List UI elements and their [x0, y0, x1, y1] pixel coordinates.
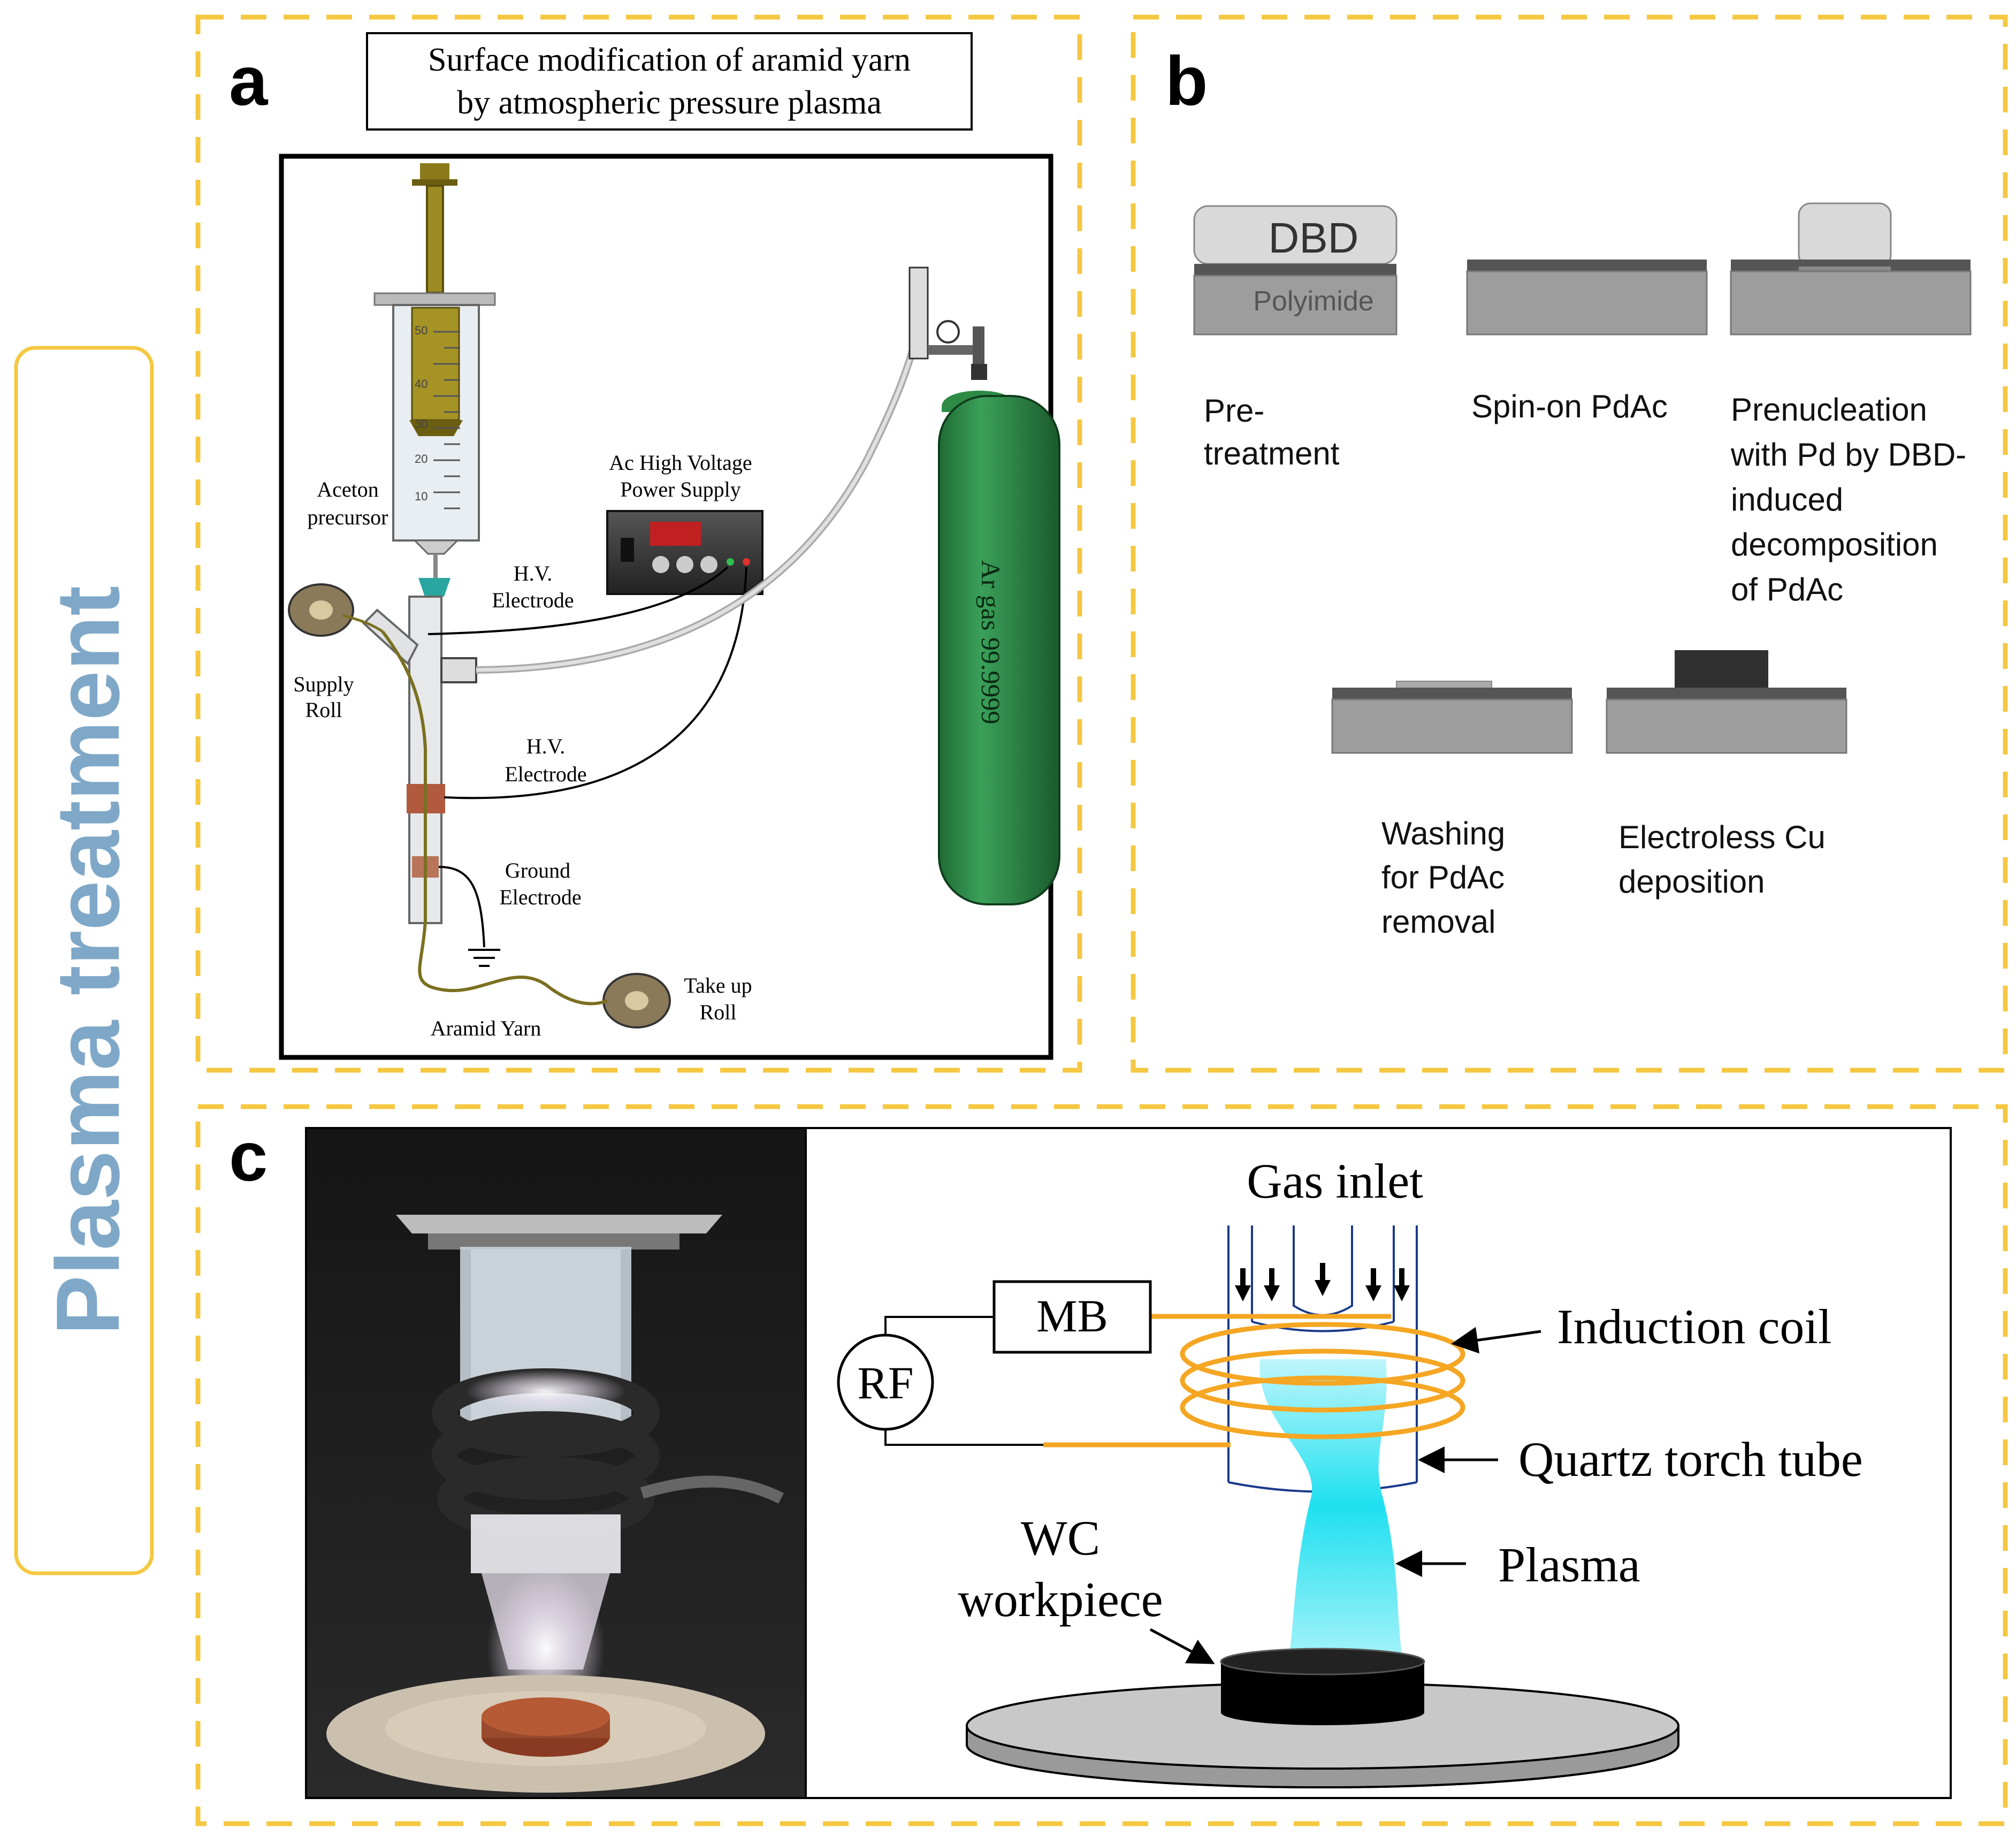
polyimide-label: Polyimide [1253, 286, 1373, 317]
label-psu-2: Power Supply [620, 477, 741, 501]
step3-label-2: with Pd by DBD- [1730, 437, 1966, 473]
label-plasma: Plasma [1498, 1537, 1640, 1592]
panel-a-diagram-frame [279, 154, 1053, 1060]
label-aramid-yarn: Aramid Yarn [431, 1016, 541, 1040]
plasma-plume [1259, 1359, 1402, 1654]
label-aceton-2: precursor [307, 505, 388, 529]
hv-wire-top [427, 566, 729, 635]
panel-b-letter: b [1165, 42, 1208, 120]
step5-diagram [1606, 650, 1847, 754]
panel-a-frame [195, 14, 1082, 1073]
step2-label-1: Spin-on PdAc [1471, 388, 1668, 424]
syringe-mark-40: 40 [415, 377, 427, 391]
syringe-mark-30: 30 [415, 417, 427, 431]
step1-label-2: treatment [1204, 436, 1340, 471]
side-label: Plasma treatment [37, 586, 138, 1336]
label-supply-2: Roll [306, 698, 342, 722]
circuit-wire-bottom [884, 1429, 1043, 1446]
step3-diagram [1730, 202, 1972, 336]
mb-box [992, 1280, 1152, 1354]
step1-diagram [1193, 205, 1398, 336]
step3-label-5: of PdAc [1731, 572, 1843, 607]
circuit-wire-top [884, 1316, 994, 1335]
label-hv-mid-2: Electrode [505, 762, 586, 786]
label-psu-1: Ac High Voltage [609, 451, 752, 475]
aramid-yarn-path [418, 920, 608, 1005]
label-takeup-1: Take up [684, 973, 752, 997]
label-wc-1: WC [1021, 1511, 1100, 1565]
label-takeup-2: Roll [700, 1000, 737, 1024]
work-stage [966, 1682, 1679, 1788]
plasma-torch-photo [305, 1127, 807, 1799]
step4-label-2: for PdAc [1381, 859, 1505, 895]
step3-label-3: induced [1731, 482, 1843, 517]
takeup-roll [602, 973, 671, 1029]
label-supply-1: Supply [293, 672, 354, 696]
gas-inlet-arrows [1235, 1263, 1410, 1301]
label-aceton-1: Aceton [317, 477, 379, 501]
dbd-label: DBD [1269, 214, 1359, 262]
label-induction-coil: Induction coil [1557, 1299, 1832, 1354]
flowmeter [908, 266, 984, 364]
label-mb: MB [1036, 1290, 1108, 1342]
power-supply [606, 510, 763, 595]
syringe-mark-50: 50 [415, 324, 427, 337]
quartz-tube [1227, 1225, 1418, 1493]
reactor-tube [362, 596, 477, 924]
wc-workpiece [1220, 1648, 1425, 1725]
label-ground-1: Ground [505, 858, 570, 882]
step3-label-1: Prenucleation [1731, 392, 1927, 428]
step4-diagram [1331, 681, 1573, 754]
label-hv-mid-1: H.V. [526, 734, 566, 758]
panel-b-frame [1131, 14, 2008, 1073]
step3-label-4: decomposition [1731, 527, 1938, 562]
panel-a-title-line1: Surface modification of aramid yarn [428, 42, 911, 78]
step4-label-3: removal [1381, 904, 1495, 940]
label-quartz-tube: Quartz torch tube [1518, 1432, 1863, 1487]
side-label-box [14, 346, 154, 1575]
step4-label-1: Washing [1381, 816, 1505, 851]
label-rf: RF [857, 1357, 913, 1408]
label-gas-inlet: Gas inlet [1247, 1154, 1423, 1208]
step5-label-2: deposition [1618, 864, 1765, 900]
panel-c-frame [195, 1104, 2008, 1826]
syringe: 50 40 30 20 10 [373, 163, 496, 597]
hv-wire-mid [444, 567, 747, 799]
supply-roll [288, 583, 384, 637]
syringe-mark-20: 20 [415, 452, 427, 466]
panel-a-letter: a [229, 42, 269, 120]
step2-diagram [1466, 260, 1708, 336]
label-ground-2: Electrode [499, 885, 581, 909]
step5-label-1: Electroless Cu [1618, 819, 1826, 855]
step1-label-1: Pre- [1204, 393, 1264, 429]
syringe-mark-10: 10 [415, 490, 427, 503]
label-hv-top-1: H.V. [514, 561, 553, 585]
induction-coil [1043, 1314, 1465, 1448]
panel-a-title-box [366, 32, 973, 131]
panel-c-letter: c [229, 1117, 268, 1195]
label-hv-top-2: Electrode [492, 588, 574, 612]
ground-symbol [438, 866, 500, 967]
label-wc-2: workpiece [958, 1572, 1163, 1627]
argon-cylinder [938, 364, 1060, 905]
pointer-arrows [1149, 1327, 1541, 1664]
argon-cylinder-label: Ar gas 99.9999 [976, 560, 1006, 725]
panel-a-title-line2: by atmospheric pressure plasma [457, 85, 882, 121]
